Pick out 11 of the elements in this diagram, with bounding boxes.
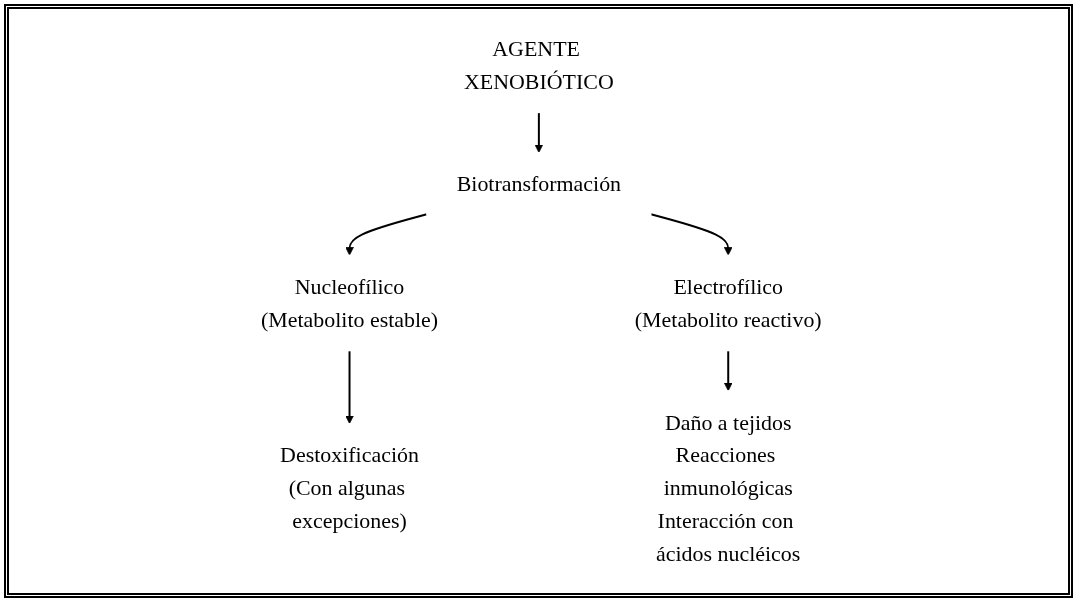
- arrow: [344, 213, 428, 256]
- arrow: [534, 111, 543, 153]
- arrow: [344, 349, 354, 424]
- node-text: AGENTE XENOBIÓTICO: [463, 35, 614, 94]
- arrow: [723, 349, 733, 392]
- node-text: Destoxificación (Con algunas excepciones): [279, 442, 419, 534]
- node-text: Electrofílico (Metabolito reactivo): [634, 274, 822, 332]
- arrow: [649, 213, 733, 256]
- node-text: Nucleofílico (Metabolito estable): [260, 274, 438, 332]
- node-text: Daño a tejidos Reacciones inmunológicas Interacción con ácidos nucléicos: [655, 409, 800, 567]
- node-text: Biotransformación: [456, 171, 621, 197]
